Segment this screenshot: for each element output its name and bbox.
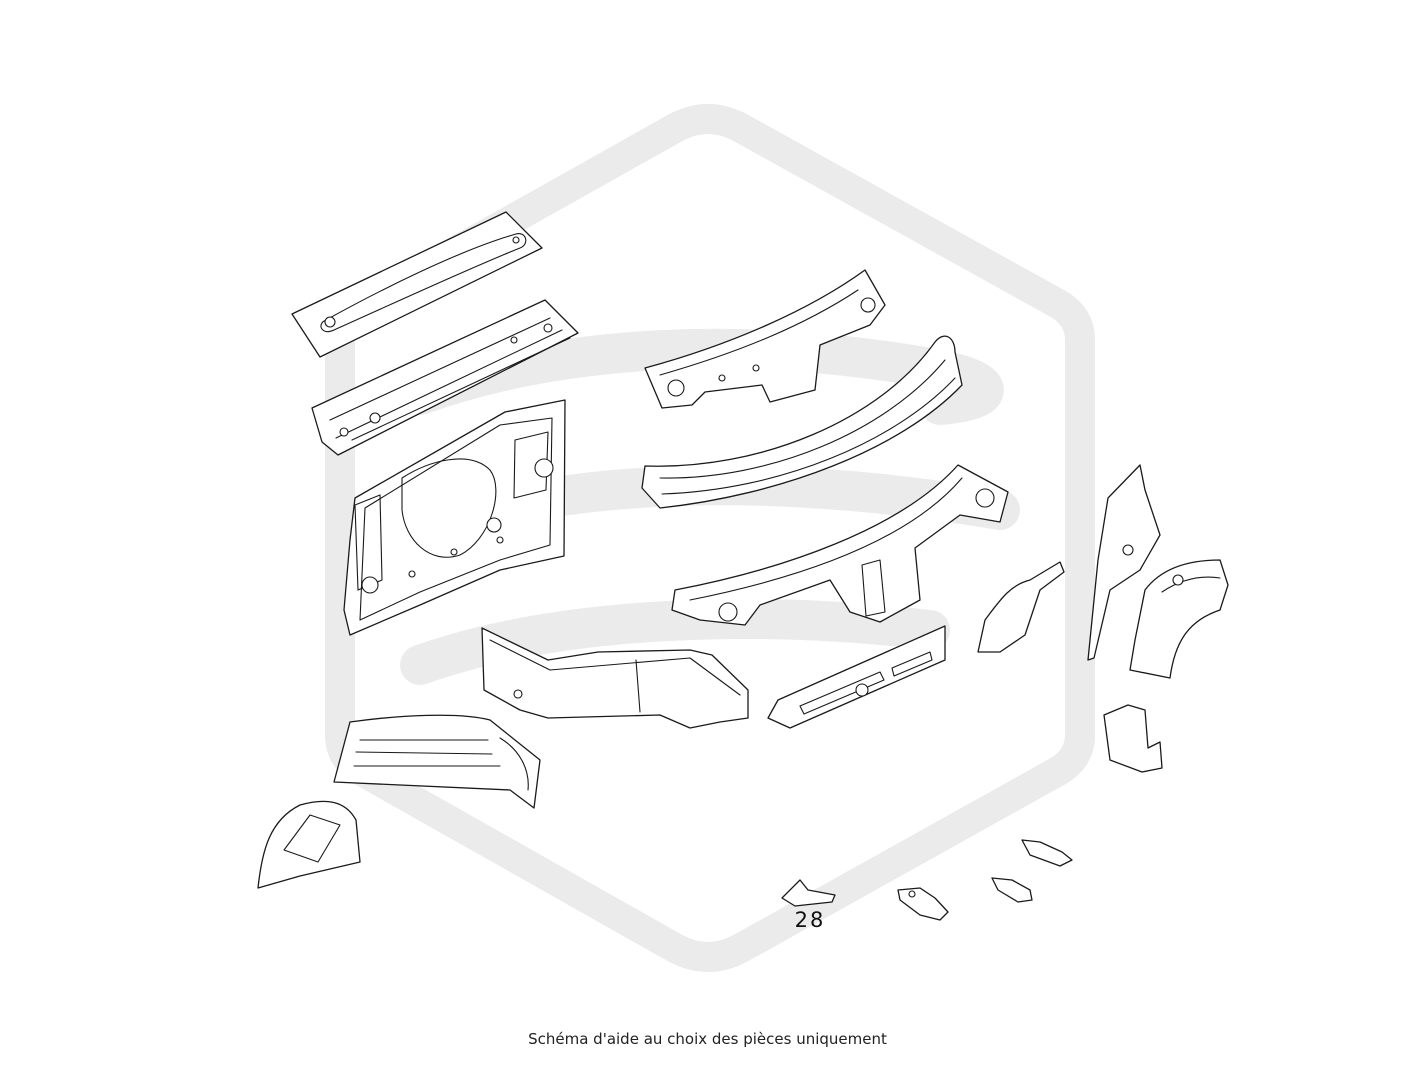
wheel-arch — [257, 800, 361, 889]
floor-tunnel — [481, 627, 749, 729]
side-bracket — [977, 561, 1065, 653]
upper-cowl-panel — [644, 269, 886, 409]
strut-tower — [1129, 559, 1229, 679]
watermark-hexagon — [325, 104, 1095, 972]
small-clip-1 — [781, 879, 836, 907]
hinge-bracket — [1103, 704, 1163, 773]
roof-front-panel — [291, 211, 543, 358]
firewall-bulkhead — [343, 399, 566, 636]
part-number-label: 28 — [794, 908, 826, 932]
dash-crossbeam — [641, 335, 963, 509]
small-clip-4 — [1021, 839, 1073, 867]
watermark-wave-1 — [400, 328, 1004, 425]
windshield-crossmember — [311, 299, 579, 456]
floor-plate — [767, 625, 946, 729]
watermark-wave-3 — [400, 599, 950, 685]
diagram-caption: Schéma d'aide au choix des pièces unique… — [528, 1030, 887, 1048]
a-pillar-inner — [1087, 464, 1161, 661]
lower-cowl-plenum — [671, 464, 1009, 626]
small-clip-3 — [991, 877, 1033, 903]
floor-pan — [333, 714, 541, 809]
small-clip-2 — [897, 887, 949, 921]
